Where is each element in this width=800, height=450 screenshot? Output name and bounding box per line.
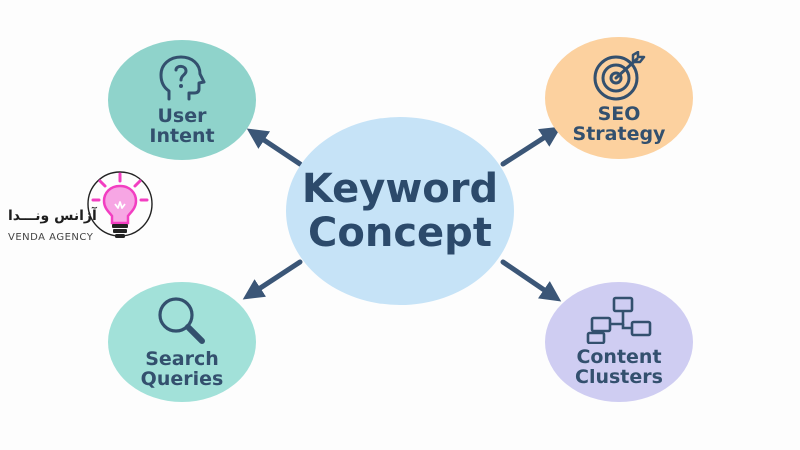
edge-to-user-intent <box>246 128 303 167</box>
node-seo-strategy: SEO Strategy <box>545 37 693 159</box>
magnifier-icon <box>158 297 205 345</box>
node-label: Keyword Concept <box>301 166 499 256</box>
brand-name-en: VENDA AGENCY <box>8 232 94 243</box>
brand-name-fa: آژانس ونـــدا <box>8 208 97 224</box>
node-search-queries: Search Queries <box>108 282 256 402</box>
target-icon <box>593 51 646 101</box>
node-user-intent: User Intent <box>108 40 256 160</box>
node-label: User Intent <box>149 105 215 147</box>
node-label: SEO Strategy <box>572 103 666 145</box>
node-keyword-concept: Keyword Concept <box>286 117 514 305</box>
hierarchy-icon <box>586 296 652 345</box>
lightbulb-icon <box>87 171 153 238</box>
edge-to-search-queries <box>242 259 303 300</box>
node-label: Content Clusters <box>575 346 663 388</box>
brand-logo: آژانس ونـــدا VENDA AGENCY <box>6 168 156 248</box>
edge-to-content-clusters <box>500 259 562 302</box>
node-label: Search Queries <box>140 348 224 390</box>
edge-to-seo-strategy <box>500 126 562 167</box>
head-question-icon <box>159 55 206 101</box>
node-content-clusters: Content Clusters <box>545 282 693 402</box>
